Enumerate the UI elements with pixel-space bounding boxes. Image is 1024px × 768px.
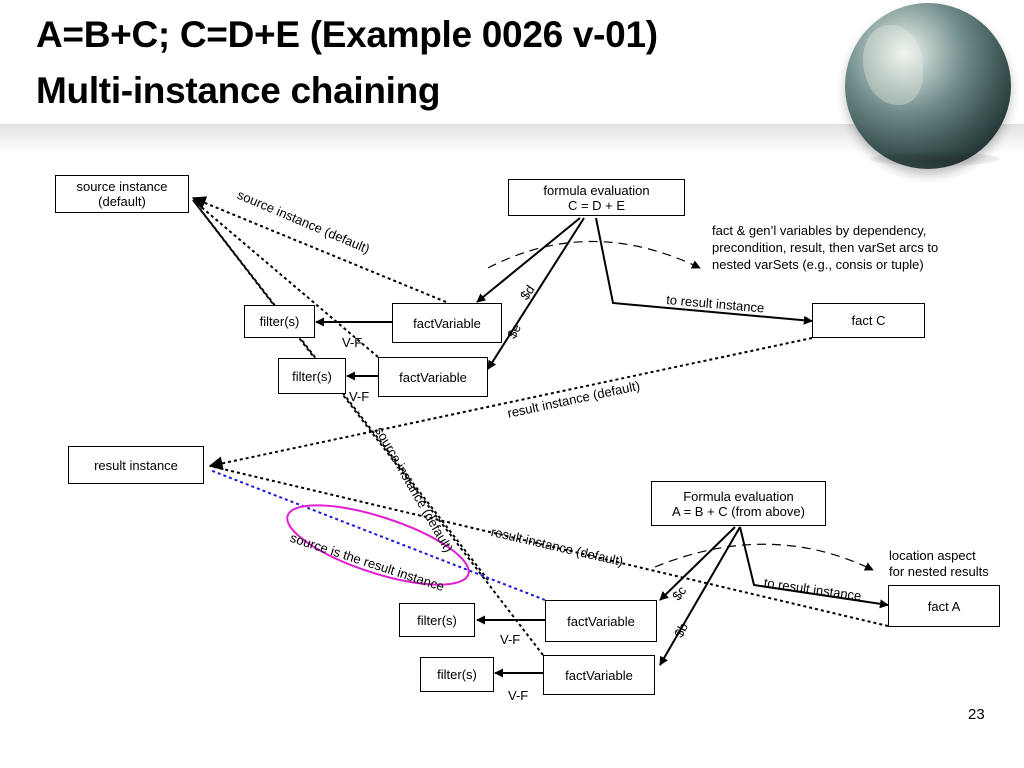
header-band <box>0 124 1024 154</box>
factvariable-label-4: factVariable <box>565 667 633 683</box>
factvariable-box-3: factVariable <box>545 600 657 642</box>
factvariable-label-1: factVariable <box>413 315 481 331</box>
source-link-bottom-2 <box>192 199 544 656</box>
filter-box-1: filter(s) <box>244 305 315 338</box>
dependency-note-line-2: precondition, result, then varSet arcs t… <box>712 240 939 255</box>
dependency-note: fact & gen’l variables by dependency, pr… <box>712 222 938 273</box>
fact-a-label: fact A <box>927 598 961 614</box>
result-instance-box: result instance <box>68 446 204 484</box>
arrow-to-result-top <box>595 217 813 325</box>
page-number: 23 <box>968 706 985 723</box>
filter-box-4: filter(s) <box>420 657 494 692</box>
dependency-note-line-3: nested varSets (e.g., consis or tuple) <box>712 257 924 272</box>
slide-subtitle: Multi-instance chaining <box>36 70 441 111</box>
label-vf-2: V-F <box>349 389 370 404</box>
fact-a-box: fact A <box>888 585 1000 627</box>
source-instance-sublabel: (default) <box>98 194 146 209</box>
dependency-arc-bottom <box>654 543 874 571</box>
formula-evaluation-top-label: formula evaluation <box>543 182 650 198</box>
arrow-to-result-bottom <box>739 526 889 609</box>
location-note-line-1: location aspect <box>889 548 976 563</box>
globe-image <box>845 3 1011 169</box>
globe-shadow <box>870 152 1000 166</box>
highlight-ellipse <box>286 504 470 586</box>
filter-label-2: filter(s) <box>292 368 332 384</box>
factvariable-box-4: factVariable <box>543 655 655 695</box>
filter-label-3: filter(s) <box>417 612 457 628</box>
formula-evaluation-bottom-box: Formula evaluation A = B + C (from above… <box>651 481 826 526</box>
source-instance-label: source instance <box>76 179 168 194</box>
fact-c-label: fact C <box>851 313 886 328</box>
formula-evaluation-bottom-expr: A = B + C (from above) <box>672 503 805 519</box>
slide-title: A=B+C; C=D+E (Example 0026 v-01) <box>36 14 658 55</box>
source-instance-box: source instance (default) <box>55 175 189 213</box>
label-vf-4: V-F <box>508 688 529 703</box>
factvariable-label-3: factVariable <box>567 613 635 629</box>
filter-label-1: filter(s) <box>259 314 300 329</box>
dependency-arc-top <box>487 240 701 269</box>
arrow-d-top <box>476 217 581 303</box>
location-note: location aspect for nested results <box>889 548 989 580</box>
factvariable-label-2: factVariable <box>399 369 467 385</box>
dependency-note-line-1: fact & gen’l variables by dependency, <box>712 223 927 238</box>
formula-evaluation-top-box: formula evaluation C = D + E <box>508 179 685 216</box>
arrow-e-top <box>487 217 585 370</box>
factvariable-box-1: factVariable <box>392 303 502 343</box>
fact-c-box: fact C <box>812 303 925 338</box>
filter-box-3: filter(s) <box>399 603 475 637</box>
result-link-fact-a <box>209 465 889 627</box>
arrow-c-bottom <box>659 526 736 601</box>
source-link-top-2 <box>192 199 379 358</box>
label-vf-1: V-F <box>342 335 363 350</box>
formula-evaluation-bottom-label: Formula evaluation <box>683 488 794 504</box>
result-instance-label: result instance <box>94 457 178 473</box>
formula-evaluation-top-expr: C = D + E <box>567 197 626 213</box>
location-note-line-2: for nested results <box>889 564 989 579</box>
label-vf-3: V-F <box>500 632 521 647</box>
factvariable-box-2: factVariable <box>378 357 488 397</box>
result-link-fact-c <box>208 337 813 471</box>
arrow-b-bottom <box>659 526 741 666</box>
filter-box-2: filter(s) <box>278 358 346 394</box>
filter-label-4: filter(s) <box>437 667 477 682</box>
